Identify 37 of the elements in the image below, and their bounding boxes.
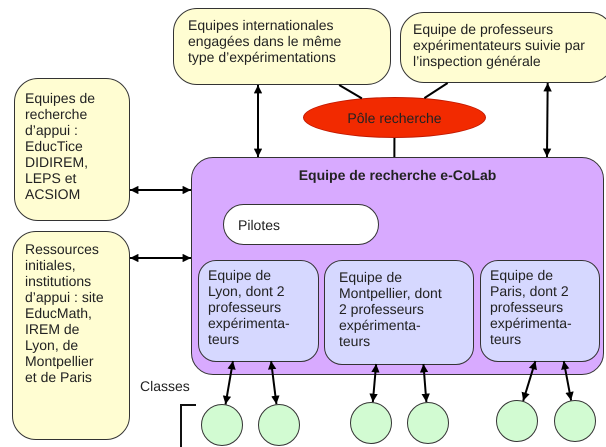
team-box — [480, 260, 600, 362]
info-box — [14, 78, 130, 221]
node-label: Pilotes — [238, 216, 280, 232]
connector-line — [393, 138, 396, 157]
arrow — [130, 254, 191, 262]
team-box — [324, 260, 474, 365]
panel-title: Equipe de recherche e-CoLab — [298, 167, 496, 183]
node-label: Equipe de professeurs expérimentateurs suivie par l’inspection générale — [413, 21, 586, 69]
circle-node — [554, 400, 596, 442]
node-label: Equipes de recherche d’appui : EducTice DIDIREM, LEPS et ACSIOM — [25, 90, 96, 202]
node-label: Equipe de Paris, dont 2 professeurs expérimenta-teurs — [490, 267, 573, 347]
circle-node — [258, 404, 300, 446]
node-label: Ressources initiales, institutions d’appui : site EducMath, IREM de Lyon, de Montpellier et de Paris — [25, 241, 105, 385]
node-label: Equipe de Lyon, dont 2 professeurs expérimenta-teurs — [208, 267, 291, 347]
node-label: Equipe de Montpellier, dont 2 professeurs expérimenta-teurs — [339, 269, 443, 349]
text-label: Classes — [140, 378, 190, 394]
info-box — [12, 231, 130, 440]
arrow — [561, 360, 574, 401]
info-box — [400, 12, 606, 83]
arrow — [369, 364, 380, 402]
circle-node — [350, 402, 392, 444]
circle-node — [496, 400, 538, 442]
arrow — [254, 85, 262, 157]
team-box — [198, 260, 319, 362]
pill-box — [223, 204, 379, 245]
arrow — [542, 82, 552, 158]
arrow — [222, 360, 236, 404]
node-label: Pôle recherche — [347, 110, 442, 126]
circle-node — [201, 404, 243, 446]
node-label: Equipes internationales engagées dans le même type d’expérimentations — [188, 17, 342, 65]
circle-node — [407, 402, 449, 444]
arrow — [420, 364, 430, 402]
arrow — [130, 186, 191, 194]
arrow — [522, 360, 537, 402]
team-panel — [191, 157, 604, 375]
arrow — [268, 360, 280, 404]
info-box — [173, 8, 391, 85]
